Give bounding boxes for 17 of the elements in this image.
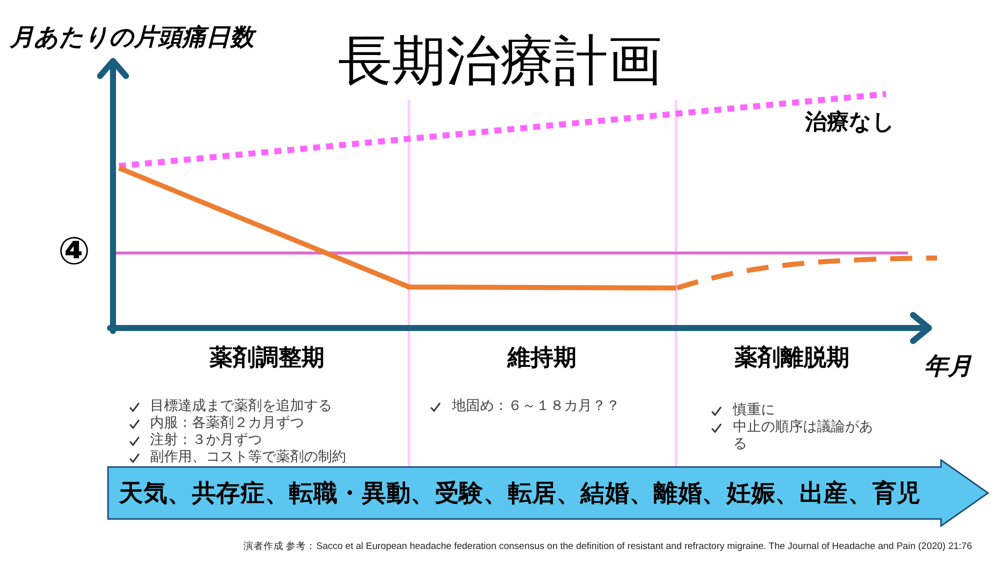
- bullet-text: 注射：３か月ずつ: [150, 432, 262, 449]
- bullet-text: 目標達成まで薬剤を追加する: [150, 398, 332, 415]
- bullet-text: 副作用、コスト等で薬剤の制約: [150, 449, 346, 466]
- axis-title: 月あたりの片頭痛日数: [10, 22, 254, 52]
- source-note: 演者作成 参考：Sacco et al European headache federation consensus on the definition of resistant and refractory migraine. The Journal of Headache and Pain (2020) 21:76: [244, 541, 972, 553]
- phase-heading: 薬剤離脱期: [734, 344, 850, 373]
- bullet-text: 中止の順序は議論がある: [733, 419, 874, 453]
- title: 長期治療計画: [338, 34, 662, 88]
- axis-title: 年月: [924, 351, 972, 381]
- axis-value-label: ④: [58, 228, 90, 274]
- line-label: 治療なし: [805, 109, 895, 137]
- phase-heading: 薬剤調整期: [210, 344, 324, 373]
- band-text: 天気、共存症、転職・異動、受験、転居、結婚、離婚、妊娠、出産、育児: [119, 478, 921, 508]
- phase-heading: 維持期: [508, 344, 576, 373]
- bullet-text: 内服：各薬剤２カ月ずつ: [150, 415, 304, 432]
- bullet-text: 慎重に: [733, 402, 775, 419]
- bullet-text: 地固め：６～１８カ月？？: [452, 398, 620, 415]
